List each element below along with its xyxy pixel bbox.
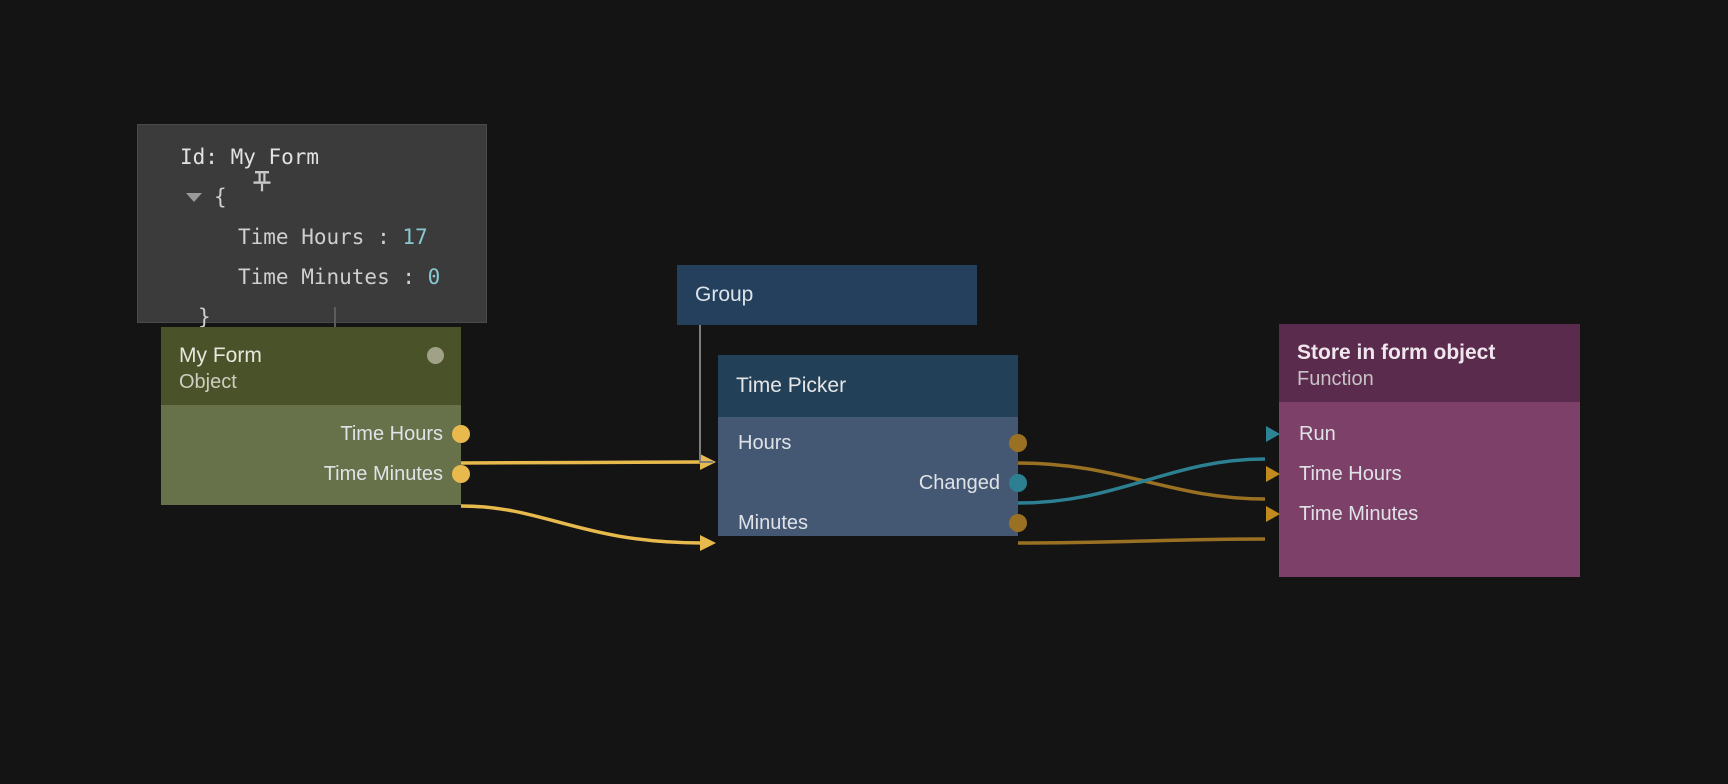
inspector-panel[interactable]: Id: My Form { Time Hours : 17 Time Minut… — [137, 124, 487, 417]
inspector-entry-row: Time Hours : 17 — [138, 217, 486, 257]
node-header[interactable]: My Form Object — [161, 327, 461, 405]
node-title: Store in form object — [1297, 341, 1496, 364]
status-dot-icon[interactable] — [427, 347, 444, 364]
input-arrow-icon — [1266, 426, 1280, 442]
wire-timepicker-hours-to-store-timehours — [1017, 461, 1266, 501]
input-port-row-run[interactable]: Run — [1266, 414, 1580, 454]
input-port-label: Minutes — [738, 512, 809, 534]
node-title: My Form — [179, 344, 262, 367]
inspector-entry-key: Time Hours : — [238, 225, 403, 249]
output-port-dot[interactable] — [1009, 434, 1027, 452]
node-body: Run Time Hours Time Minutes — [1266, 402, 1580, 577]
input-port-row-minutes[interactable]: Minutes — [718, 503, 1027, 543]
inspector-close-brace: } — [198, 305, 211, 329]
input-port-label: Time Minutes — [1299, 503, 1419, 525]
inspector-open-brace-row[interactable]: { — [138, 177, 486, 217]
inspector-title-row: Id: My Form — [138, 137, 486, 192]
input-port-label: Run — [1299, 423, 1336, 445]
output-port-label: Changed — [918, 472, 1000, 494]
inspector-title: Id: My Form — [180, 145, 320, 169]
inspector-entry-row: Time Minutes : 0 — [138, 257, 486, 297]
input-port-row-time-minutes[interactable]: Time Minutes — [1266, 494, 1580, 534]
node-my-form[interactable]: My Form Object Time Hours Time Minutes — [161, 327, 470, 505]
wire-myform-hours-to-timepicker-hours — [460, 460, 704, 465]
input-port-row-time-hours[interactable]: Time Hours — [1266, 454, 1580, 494]
inspector-open-brace: { — [214, 185, 227, 209]
wire-myform-minutes-to-timepicker-minutes — [460, 504, 704, 545]
wire-timepicker-changed-to-store-run — [1017, 457, 1266, 505]
input-port-row-hours[interactable]: Hours — [718, 423, 1027, 463]
output-port-row[interactable]: Time Hours — [161, 414, 470, 454]
output-port-row[interactable]: Time Minutes — [161, 454, 470, 494]
output-port-dot[interactable] — [452, 465, 470, 483]
output-port-dot-signal[interactable] — [1009, 474, 1027, 492]
hierarchy-connector-tick — [699, 461, 713, 463]
wire-timepicker-minutes-to-store-timeminutes — [1017, 537, 1266, 545]
output-port-row-changed[interactable]: Changed — [718, 463, 1027, 503]
output-port-label: Time Hours — [340, 423, 443, 445]
inspector-entry-key: Time Minutes : — [238, 265, 428, 289]
hierarchy-connector-line — [699, 325, 701, 462]
node-store-in-form-object[interactable]: Store in form object Function Run Time H… — [1266, 324, 1580, 577]
inspector-entry-value: 17 — [402, 225, 428, 249]
node-header[interactable]: Time Picker — [718, 355, 1018, 417]
node-group[interactable]: Group — [677, 265, 977, 325]
arrowhead-timepicker-minutes — [700, 535, 716, 551]
inspector-entry-value: 0 — [427, 265, 441, 289]
input-arrow-icon — [1266, 466, 1280, 482]
input-port-label: Time Hours — [1299, 463, 1402, 485]
output-port-dot[interactable] — [452, 425, 470, 443]
node-header[interactable]: Store in form object Function — [1279, 324, 1580, 402]
node-subtitle: Object — [179, 371, 237, 393]
node-body: Hours Changed Minutes — [718, 417, 1027, 536]
node-subtitle: Function — [1297, 368, 1374, 390]
node-time-picker[interactable]: Time Picker Hours Changed Minutes — [718, 355, 1027, 536]
output-port-label: Time Minutes — [323, 463, 443, 485]
node-body: Time Hours Time Minutes — [161, 405, 470, 505]
caret-down-icon[interactable] — [186, 192, 202, 202]
output-port-dot[interactable] — [1009, 514, 1027, 532]
node-title: Group — [695, 283, 754, 306]
inspector-close-brace-row: } — [138, 297, 486, 337]
input-arrow-icon — [1266, 506, 1280, 522]
node-header[interactable]: Group — [677, 265, 977, 325]
input-port-label: Hours — [738, 432, 792, 454]
pin-icon[interactable] — [150, 145, 271, 192]
node-title: Time Picker — [736, 374, 847, 397]
